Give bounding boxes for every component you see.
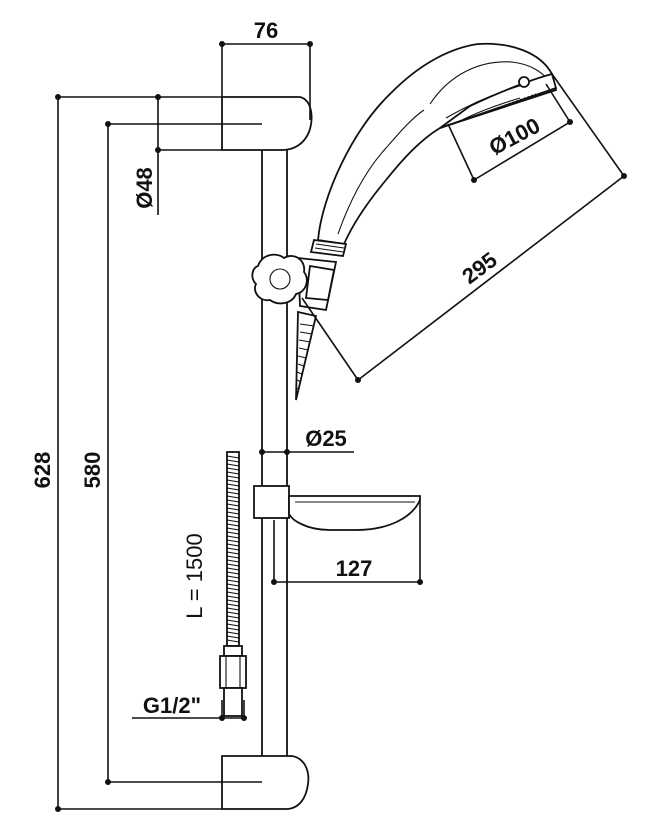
shower-hose bbox=[219, 451, 247, 717]
dimension-580-label: 580 bbox=[80, 452, 105, 489]
dimension-628: 628 bbox=[30, 94, 222, 812]
slide-bar bbox=[261, 141, 288, 768]
dimension-295-label: 295 bbox=[457, 247, 501, 289]
soap-dish bbox=[253, 485, 421, 531]
hose-cone bbox=[295, 310, 318, 401]
sliding-holder bbox=[251, 253, 338, 312]
hose-length-label: L = 1500 bbox=[182, 533, 207, 618]
dimension-628-label: 628 bbox=[30, 452, 55, 489]
dimension-thread: G1/2" bbox=[132, 693, 247, 721]
top-wall-bracket bbox=[221, 96, 313, 151]
dimension-diameter-48: Ø48 bbox=[132, 94, 222, 215]
dimension-580: 580 bbox=[80, 121, 262, 785]
holder-knob bbox=[251, 253, 308, 305]
dimension-diameter-25: Ø25 bbox=[259, 426, 354, 455]
thread-label: G1/2" bbox=[143, 693, 201, 718]
dimension-diameter-48-label: Ø48 bbox=[132, 167, 157, 209]
dimension-76: 76 bbox=[219, 18, 313, 120]
dimension-76-label: 76 bbox=[254, 18, 278, 43]
dimension-127-label: 127 bbox=[336, 556, 373, 581]
hand-shower bbox=[309, 42, 558, 257]
dimension-hose-length: L = 1500 bbox=[182, 533, 207, 618]
bottom-wall-bracket bbox=[221, 755, 310, 810]
dimension-diameter-100-label: Ø100 bbox=[485, 113, 544, 160]
dimension-diameter-25-label: Ø25 bbox=[305, 426, 347, 451]
dimension-127: 127 bbox=[271, 500, 423, 585]
